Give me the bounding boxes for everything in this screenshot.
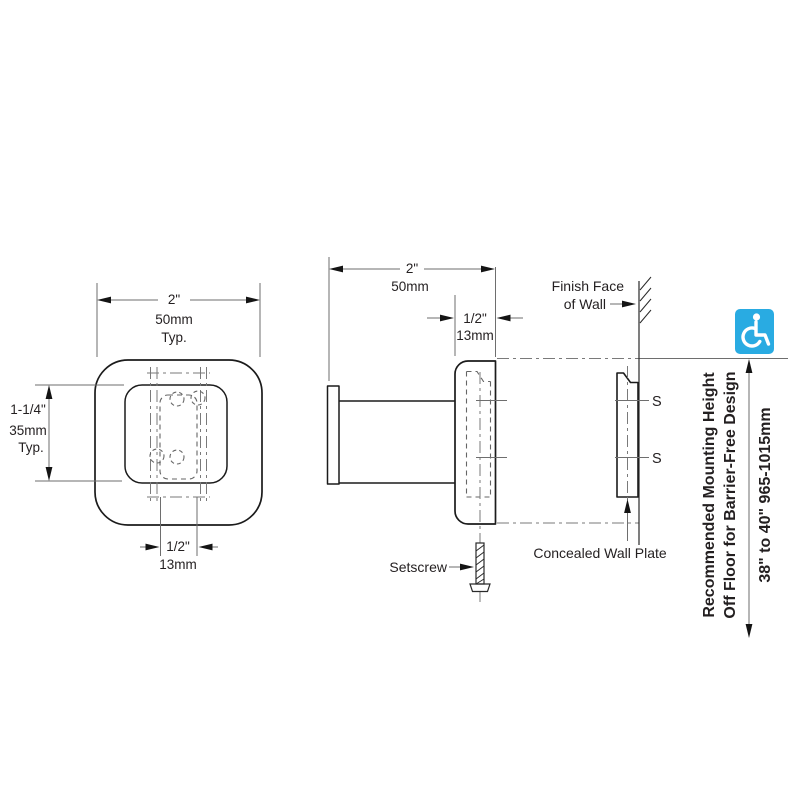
wheelchair-symbol	[741, 313, 771, 348]
flange-outline	[94, 359, 263, 526]
setscrew: Setscrew	[389, 542, 491, 593]
side-depth-dimension: 2" 50mm	[328, 257, 496, 381]
front-slot-dimension: 1/2" 13mm	[140, 497, 218, 572]
setscrew-label: Setscrew	[389, 559, 447, 575]
mounting-note-line2: Off Floor for Barrier-Free Design	[722, 371, 739, 618]
dim-width-typ: Typ.	[161, 330, 187, 345]
mounting-note-line1: Recommended Mounting Height	[701, 372, 718, 618]
front-height-dimension: 1-1/4" 35mm Typ.	[9, 384, 124, 482]
dim-flange-mm: 13mm	[456, 328, 494, 343]
hidden-plate-section	[465, 370, 492, 498]
accessibility-icon	[735, 309, 774, 354]
side-view: 2" 50mm 1/2" 13mm Setscrew	[326, 257, 523, 602]
side-flange-dimension: 1/2" 13mm	[427, 295, 523, 356]
plate-centerlines-horizontal	[147, 372, 210, 498]
screw-hole	[190, 390, 206, 406]
setscrew-thread-hatch	[475, 544, 485, 585]
dim-slot-mm: 13mm	[159, 557, 197, 572]
wall-and-plate: Finish Face of Wall S S Concealed Wall P…	[497, 276, 788, 561]
concealed-plate-label: Concealed Wall Plate	[533, 499, 667, 561]
front-width-dimension: 2" 50mm Typ.	[96, 283, 261, 357]
hook-tip	[326, 385, 340, 485]
concealed-wall-plate-section	[616, 372, 639, 498]
mounting-range: 38" to 40" 965-1015mm	[757, 407, 774, 582]
hidden-wall-plate	[159, 394, 198, 480]
dim-depth-mm: 50mm	[391, 279, 429, 294]
dim-width-mm: 50mm	[155, 312, 193, 327]
dim-slot-inches: 1/2"	[166, 539, 190, 554]
screw-hole	[169, 449, 185, 465]
front-view: 2" 50mm Typ. 1-1/4" 35mm Typ. 1/2" 13mm	[9, 283, 263, 572]
screw-mark-bottom: S	[652, 451, 662, 467]
wall-hatch-marks	[639, 276, 652, 324]
setscrew-head	[469, 583, 491, 593]
screw-position-ticks	[476, 400, 507, 458]
concealed-plate-text: Concealed Wall Plate	[533, 545, 667, 561]
plate-screw-ticks	[615, 400, 649, 458]
screw-hole	[149, 448, 165, 464]
finish-face-line1: Finish Face	[552, 278, 625, 294]
dim-width-inches: 2"	[168, 292, 181, 307]
dim-depth-inches: 2"	[406, 261, 419, 276]
finish-face-line2: of Wall	[564, 296, 606, 312]
mounting-height-dimension: Recommended Mounting Height Off Floor fo…	[701, 309, 774, 638]
flange-inner-face	[124, 384, 228, 484]
screw-hole	[169, 391, 185, 407]
dim-height-typ: Typ.	[18, 440, 44, 455]
dim-height-inches: 1-1/4"	[10, 402, 46, 417]
hook-flange-section	[454, 360, 497, 525]
dim-flange-inches: 1/2"	[463, 311, 487, 326]
hook-arm	[339, 400, 455, 484]
screw-mark-top: S	[652, 394, 662, 410]
finish-face-label: Finish Face of Wall	[552, 278, 636, 312]
dim-height-mm: 35mm	[9, 423, 47, 438]
